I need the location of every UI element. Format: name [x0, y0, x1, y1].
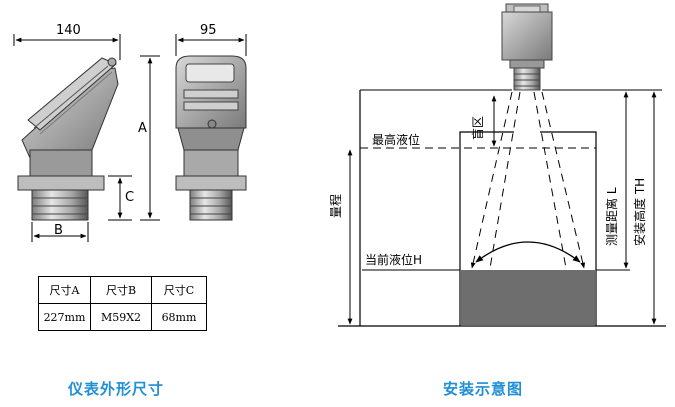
table-row: 227mm M59X2 68mm	[38, 303, 207, 331]
table-header-a: 尺寸A	[38, 276, 91, 304]
install-height-label: 安装高度 TH	[632, 178, 647, 246]
dimension-140-label: 140	[56, 23, 81, 38]
blind-zone-label: 盲区	[470, 116, 485, 140]
dimension-b-label: B	[54, 223, 63, 238]
dimension-c-label: C	[125, 190, 134, 205]
table-value-a: 227mm	[38, 303, 91, 331]
dimension-a-label: A	[138, 121, 147, 136]
table-row: 尺寸A 尺寸B 尺寸C	[38, 276, 207, 304]
table-value-b: M59X2	[90, 303, 152, 331]
sensor-device	[501, 3, 553, 91]
tank	[338, 89, 666, 327]
front-view-instrument	[175, 55, 247, 221]
table-header-c: 尺寸C	[151, 276, 207, 304]
dimension-95-label: 95	[200, 23, 217, 38]
caption-dimensions: 仪表外形尺寸	[68, 380, 165, 398]
dimension-140	[13, 34, 121, 60]
dimension-a	[140, 55, 160, 221]
ultrasonic-beam	[470, 91, 586, 269]
dimension-95	[175, 34, 247, 56]
caption-installation: 安装示意图	[443, 380, 524, 398]
dimension-c	[108, 175, 132, 221]
measured-distance-dimension	[596, 91, 630, 271]
table-value-c: 68mm	[151, 303, 207, 331]
size-table: 尺寸A 尺寸B 尺寸C 227mm M59X2 68mm	[38, 276, 207, 331]
table-header-b: 尺寸B	[90, 276, 152, 304]
side-view-instrument	[17, 57, 119, 221]
measured-distance-label: 测量距离 L	[604, 187, 619, 246]
liquid	[461, 270, 595, 325]
range-label: 量程	[328, 194, 343, 218]
max-level-label: 最高液位	[372, 132, 420, 147]
current-level-label: 当前液位H	[365, 252, 422, 267]
dimension-b	[31, 222, 89, 242]
